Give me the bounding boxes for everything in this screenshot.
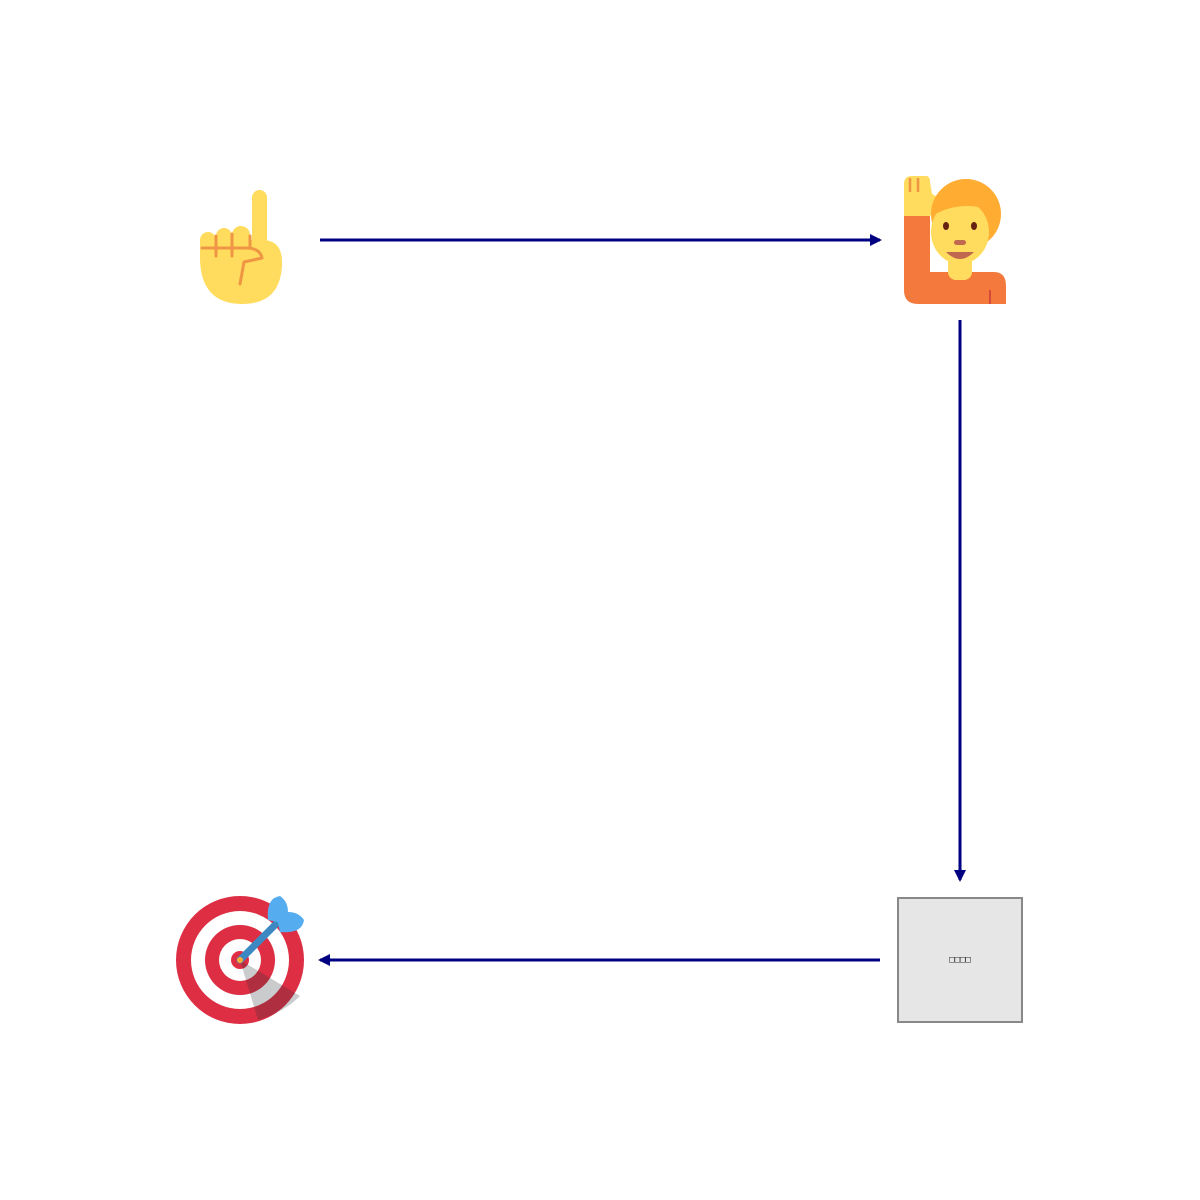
- person-raising-hand-icon: [904, 176, 1006, 304]
- missing-glyph-box-icon: [897, 897, 1023, 1023]
- direct-hit-target-icon: [176, 896, 304, 1024]
- index-pointing-up-icon: [199, 190, 282, 304]
